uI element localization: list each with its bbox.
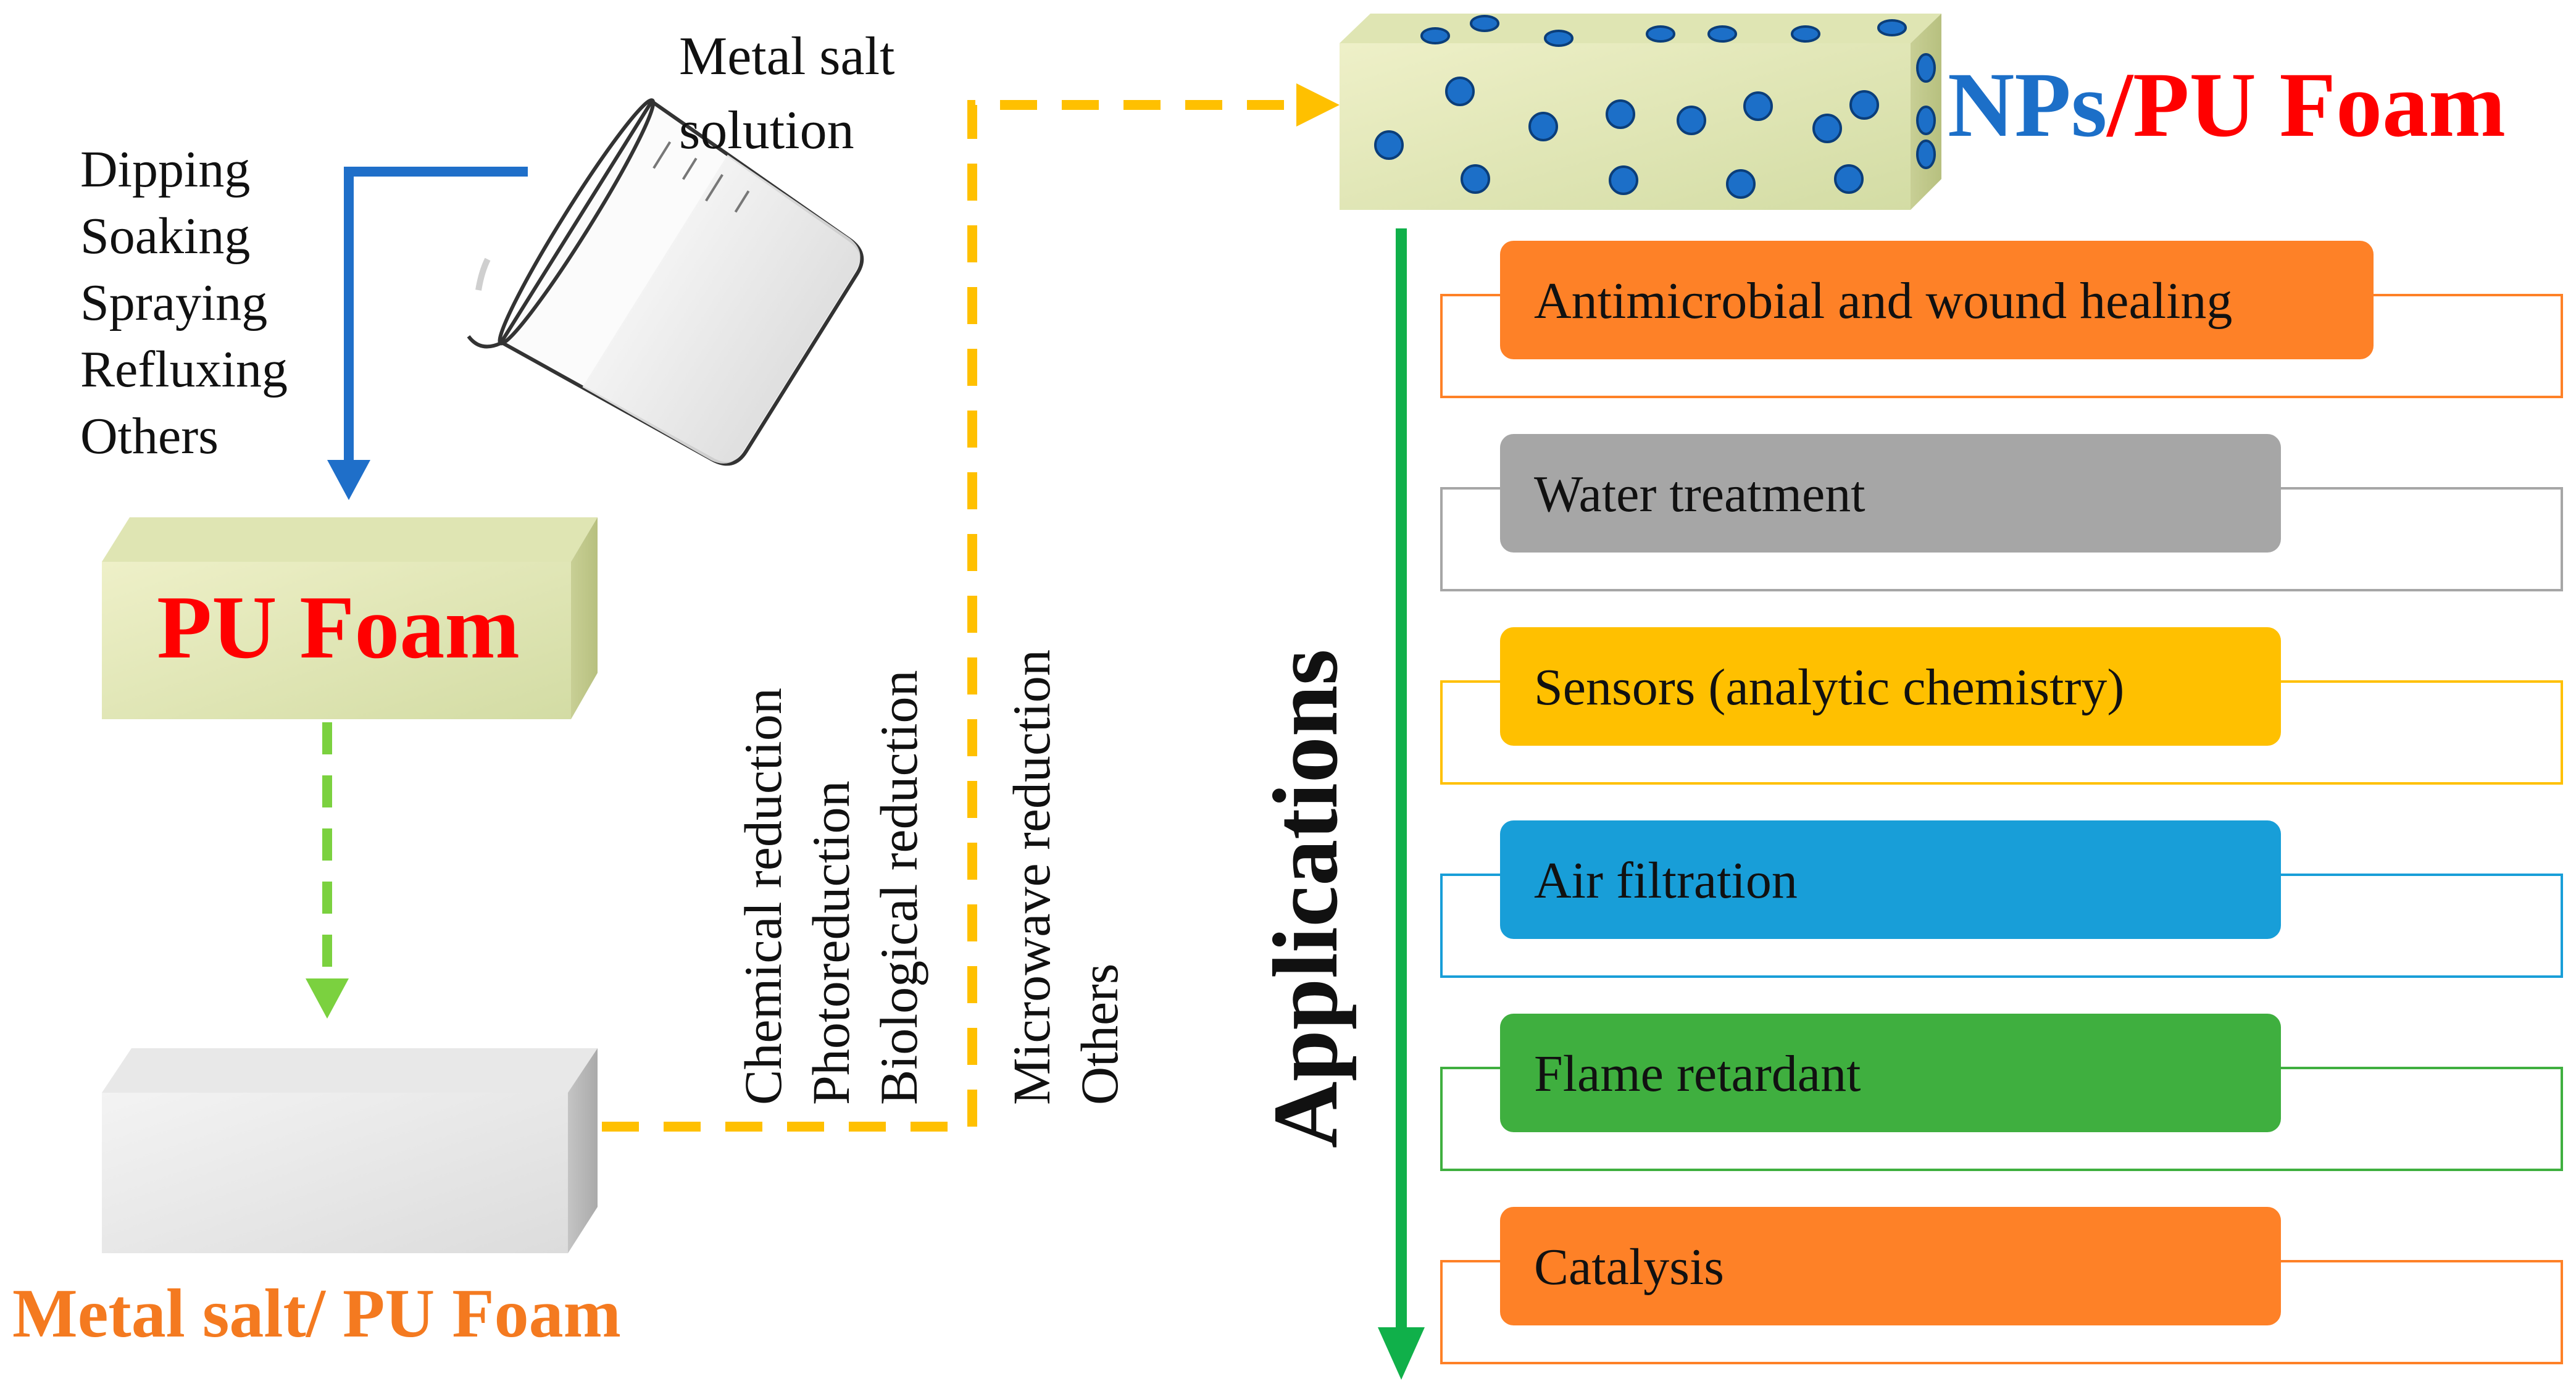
application-label: Sensors (analytic chemistry) bbox=[1534, 659, 2124, 716]
reduction-item: Biological reduction bbox=[869, 670, 928, 1105]
impregnate-arrow bbox=[306, 722, 349, 1019]
application-pill bbox=[1500, 1207, 2281, 1325]
reduction-item: Microwave reduction bbox=[1002, 649, 1061, 1105]
svg-text:solution: solution bbox=[679, 101, 854, 161]
nanoparticle-dots bbox=[1374, 15, 1936, 199]
product-title: NPs/PU Foam bbox=[1948, 54, 2506, 156]
application-label: Water treatment bbox=[1534, 465, 1865, 523]
method-item: Spraying bbox=[80, 274, 267, 332]
reduction-path bbox=[602, 83, 1340, 1132]
pu-foam-label: PU Foam bbox=[157, 577, 520, 677]
applications-title: Applications bbox=[1254, 649, 1357, 1148]
beaker-icon bbox=[467, 98, 864, 466]
pu-foam-block: PU Foam bbox=[102, 517, 598, 719]
nps-foam-block bbox=[1340, 14, 1941, 210]
product-title-nps: NPs bbox=[1948, 54, 2107, 156]
application-label: Air filtration bbox=[1534, 852, 1798, 909]
method-item: Others bbox=[80, 407, 219, 465]
reduction-item: Chemical reduction bbox=[733, 688, 793, 1105]
method-list: Dipping Soaking Spraying Refluxing Other… bbox=[80, 141, 288, 465]
method-item: Soaking bbox=[80, 207, 250, 265]
svg-text:Metal salt: Metal salt bbox=[679, 27, 894, 86]
application-label: Flame retardant bbox=[1534, 1045, 1861, 1103]
application-pill bbox=[1500, 241, 2374, 359]
method-item: Refluxing bbox=[80, 341, 288, 398]
applications-axis bbox=[1378, 228, 1425, 1380]
reduction-item: Others bbox=[1070, 964, 1129, 1105]
product-title-pu: /PU Foam bbox=[2106, 54, 2506, 156]
metal-salt-foam-label: Metal salt/ PU Foam bbox=[12, 1275, 621, 1352]
method-item: Dipping bbox=[80, 141, 250, 198]
application-pill bbox=[1500, 1014, 2281, 1132]
application-label: Antimicrobial and wound healing bbox=[1534, 272, 2232, 330]
application-label: Catalysis bbox=[1534, 1238, 1724, 1296]
pour-arrow bbox=[327, 167, 528, 500]
pour-stream bbox=[475, 257, 491, 291]
metal-salt-foam-block bbox=[102, 1048, 598, 1253]
application-pill bbox=[1500, 820, 2281, 939]
application-pill bbox=[1500, 627, 2281, 746]
reduction-item: Photoreduction bbox=[801, 781, 861, 1106]
metal-salt-solution-label: Metal salt solution bbox=[679, 27, 894, 161]
application-pill bbox=[1500, 434, 2281, 553]
reduction-methods: Chemical reduction Photoreduction Biolog… bbox=[733, 649, 1129, 1105]
